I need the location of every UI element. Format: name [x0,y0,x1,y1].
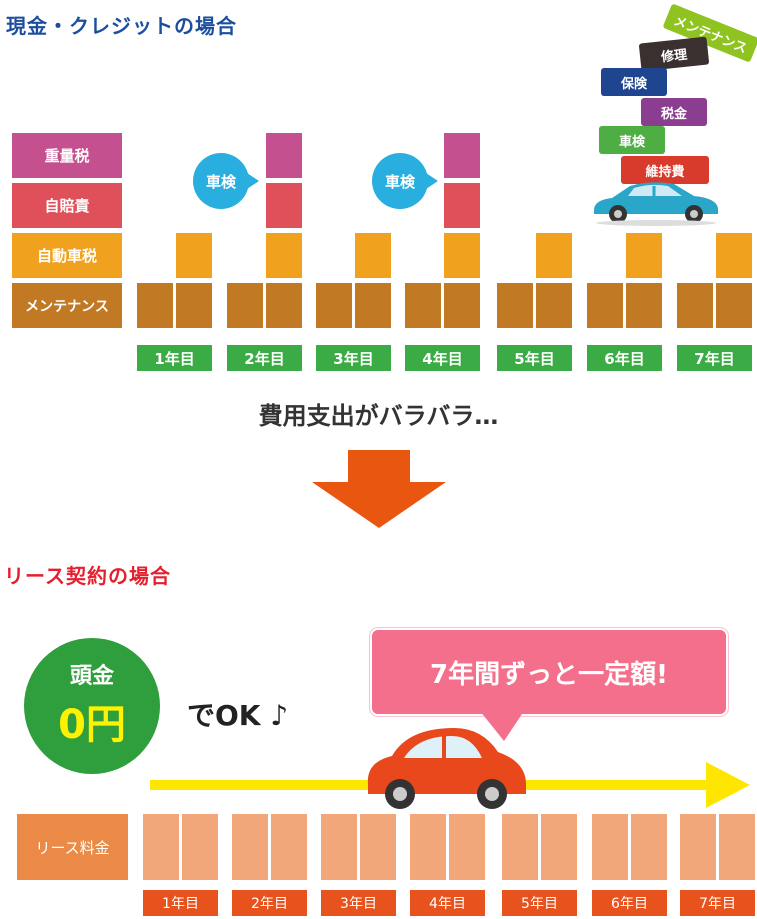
down-payment-circle: 頭金 0円 [24,638,160,774]
lease-fee-block [502,814,538,880]
lease-fee-block [410,814,446,880]
lease-fee-block [321,814,357,880]
car-tax-block [355,233,391,278]
heavy-tax-block [444,133,480,178]
lease-fee-block [143,814,179,880]
lease-year-label: 6年目 [592,890,667,916]
insurance-block [266,183,302,228]
speech-bubble: 7年間ずっと一定額! [370,628,728,716]
year-label: 3年目 [316,345,391,371]
down-payment-value: 0円 [58,702,126,748]
year-label: 5年目 [497,345,572,371]
maintenance-block [716,283,752,328]
lease-fee-block [449,814,485,880]
lease-fee-label: リース料金 [17,814,128,880]
blue-car-icon [594,182,718,226]
tag-insurance: 保険 [601,68,667,96]
lease-fee-block [592,814,628,880]
lease-fee-block [719,814,755,880]
lease-year-label: 3年目 [321,890,396,916]
maintenance-block [227,283,263,328]
maintenance-block [266,283,302,328]
maintenance-block [497,283,533,328]
orange-car-icon [367,728,526,809]
maintenance-block [176,283,212,328]
year-label: 2年目 [227,345,302,371]
year-label: 4年目 [405,345,480,371]
year-label: 1年目 [137,345,212,371]
legend-maintenance: メンテナンス [12,283,122,328]
maintenance-block [536,283,572,328]
lease-fee-block [541,814,577,880]
down-payment-label: 頭金 [69,664,114,689]
maintenance-block [405,283,441,328]
down-arrow-icon [312,450,446,528]
speech-tail [480,711,524,741]
maintenance-block [316,283,352,328]
car-tax-block [444,233,480,278]
tag-inspection: 車検 [599,126,665,154]
lease-fee-block [182,814,218,880]
lease-year-label: 4年目 [410,890,485,916]
cash-caption: 費用支出がバラバラ… [258,402,499,430]
lease-year-label: 5年目 [502,890,577,916]
maintenance-block [444,283,480,328]
inspection-bubble: 車検 [193,153,259,209]
car-tax-block [626,233,662,278]
ok-text: でOK ♪ [187,699,289,732]
lease-fee-block [631,814,667,880]
legend-heavy-tax: 重量税 [12,133,122,178]
lease-fee-block [271,814,307,880]
lease-fee-block [680,814,716,880]
maintenance-block [587,283,623,328]
car-tax-block [716,233,752,278]
lease-year-label: 2年目 [232,890,307,916]
lease-year-label: 7年目 [680,890,755,916]
maintenance-block [677,283,713,328]
car-tax-block [266,233,302,278]
legend-insurance: 自賠責 [12,183,122,228]
heavy-tax-block [266,133,302,178]
tag-repair: 修理 [638,36,710,72]
maintenance-block [137,283,173,328]
legend-car-tax: 自動車税 [12,233,122,278]
insurance-block [444,183,480,228]
maintenance-block [355,283,391,328]
car-tax-block [536,233,572,278]
tag-tax: 税金 [641,98,707,126]
year-label: 6年目 [587,345,662,371]
lease-year-label: 1年目 [143,890,218,916]
lease-fee-block [360,814,396,880]
lease-fee-block [232,814,268,880]
lease-heading: リース契約の場合 [4,564,171,588]
maintenance-block [626,283,662,328]
tag-upkeep: 維持費 [621,156,709,184]
car-tax-block [176,233,212,278]
speech-text: 7年間ずっと一定額! [430,660,668,690]
cash-heading: 現金・クレジットの場合 [6,14,237,38]
year-label: 7年目 [677,345,752,371]
inspection-bubble: 車検 [372,153,438,209]
